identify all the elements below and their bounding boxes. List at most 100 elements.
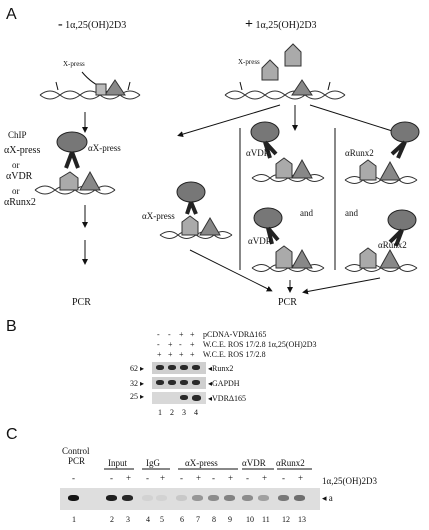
c-lane: 7 <box>196 515 200 524</box>
c-sign: - <box>146 473 149 483</box>
b-row-1: -+-+ W.C.E. ROS 17/2.8 1α,25(OH)2D3 <box>157 340 317 349</box>
group-runx2: αRunx2 <box>276 458 305 468</box>
chip-line-2: αVDR <box>6 171 33 182</box>
group-input: Input <box>108 458 127 468</box>
c-band <box>208 495 219 501</box>
chip-line-3: or <box>12 186 20 196</box>
c-band <box>224 495 235 501</box>
chip-title: ChIP <box>8 130 27 140</box>
c-lane: 1 <box>72 515 76 524</box>
b-sign: + <box>190 350 195 359</box>
c-lane: 3 <box>126 515 130 524</box>
and-1: and <box>300 208 313 218</box>
b-sign: - <box>168 330 171 339</box>
c-lane: 8 <box>212 515 216 524</box>
left-header: - 1α,25(OH)2D3 <box>58 17 127 32</box>
b-row-1-label: W.C.E. ROS 17/2.8 <box>202 340 266 349</box>
dna-helix-right-top <box>224 81 346 100</box>
c-band <box>278 495 289 501</box>
and-2: and <box>345 208 358 218</box>
c-band <box>68 495 79 501</box>
complex-runx2-top <box>344 121 420 184</box>
xpress-label-left: X-press <box>63 60 85 68</box>
left-header-sign: - <box>58 17 63 32</box>
c-gel <box>60 488 320 510</box>
b-sign: + <box>179 350 184 359</box>
chip-line-4: αRunx2 <box>4 197 36 208</box>
b-sign: + <box>190 340 195 349</box>
c-band <box>156 495 167 501</box>
blot-label-gapdh: ◂GAPDH <box>208 379 240 388</box>
b-lane: 4 <box>194 408 198 417</box>
b-row-1-extra: 1α,25(OH)2D3 <box>267 340 317 349</box>
c-lane: 6 <box>180 515 184 524</box>
group-vdr: αVDR <box>242 458 266 468</box>
pcr-left: PCR <box>72 297 91 308</box>
complex-xpress <box>159 181 233 239</box>
left-header-label: 1α,25(OH)2D3 <box>65 20 127 31</box>
blot-label-gapdh-text: GAPDH <box>212 379 240 388</box>
b-sign: + <box>168 340 173 349</box>
band-marker-text: a <box>328 493 333 503</box>
complex-runx2-bottom <box>344 209 418 272</box>
c-lane: 5 <box>160 515 164 524</box>
blot-label-vdr: ◂VDRΔ165 <box>208 394 247 403</box>
group-igg: IgG <box>146 458 160 468</box>
c-sign: - <box>246 473 249 483</box>
blot-label-runx2-text: Runx2 <box>212 364 234 373</box>
xpress-label-right: X-press <box>238 58 260 66</box>
panel-c-letter: C <box>6 426 18 443</box>
blot-vdr <box>152 392 206 404</box>
c-sign: + <box>160 473 166 483</box>
b-sign: - <box>157 330 160 339</box>
mw-25-label: 25 <box>130 392 138 401</box>
ab-runx2-top: αRunx2 <box>345 148 374 158</box>
group-xpress: αX-press <box>185 458 218 468</box>
b-sign: + <box>157 350 162 359</box>
blot-gapdh <box>152 377 206 389</box>
c-lane: 10 <box>246 515 254 524</box>
ab-runx2-bottom: αRunx2 <box>378 240 407 250</box>
c-sign: + <box>196 473 202 483</box>
runx2-triangle-left <box>104 79 126 96</box>
c-sign: - <box>180 473 183 483</box>
b-sign: + <box>168 350 173 359</box>
mw-62-label: 62 <box>130 364 138 373</box>
complex-left <box>34 131 116 195</box>
b-sign: + <box>190 330 195 339</box>
b-sign: - <box>157 340 160 349</box>
chip-line-1: or <box>12 160 20 170</box>
b-row-3: ++++ W.C.E. ROS 17/2.8 <box>157 350 266 359</box>
ligand-complex-top <box>261 43 302 81</box>
mw-32-label: 32 <box>130 379 138 388</box>
c-sign: + <box>298 473 304 483</box>
ab-vdr-bottom: αVDR <box>248 236 272 246</box>
mw-62: 62 ▸ <box>130 364 145 373</box>
b-sign: + <box>179 330 184 339</box>
c-lane: 2 <box>110 515 114 524</box>
vdr-small-left <box>95 83 107 96</box>
control-label-2: PCR <box>68 456 86 466</box>
ab-vdr-top: αVDR <box>246 148 270 158</box>
right-header-label: 1α,25(OH)2D3 <box>255 20 317 31</box>
c-sign: - <box>282 473 285 483</box>
complex-vdr-bottom <box>251 207 325 272</box>
b-lane: 3 <box>182 408 186 417</box>
c-lane: 12 <box>282 515 290 524</box>
ab-xpress-left: αX-press <box>88 143 121 153</box>
mw-25: 25 ▸ <box>130 392 145 401</box>
chip-line-0: αX-press <box>4 145 41 156</box>
c-band <box>106 495 117 501</box>
panel-a-diagram <box>34 43 420 295</box>
blot-label-runx2: ◂Runx2 <box>208 364 234 373</box>
b-sign: - <box>179 340 182 349</box>
right-header-sign: + <box>245 17 253 32</box>
panel-b-letter: B <box>6 318 17 335</box>
control-label-1: Control <box>62 446 90 456</box>
right-header: + 1α,25(OH)2D3 <box>245 17 317 32</box>
c-sign: + <box>126 473 132 483</box>
c-sign: + <box>228 473 234 483</box>
b-lane: 2 <box>170 408 174 417</box>
